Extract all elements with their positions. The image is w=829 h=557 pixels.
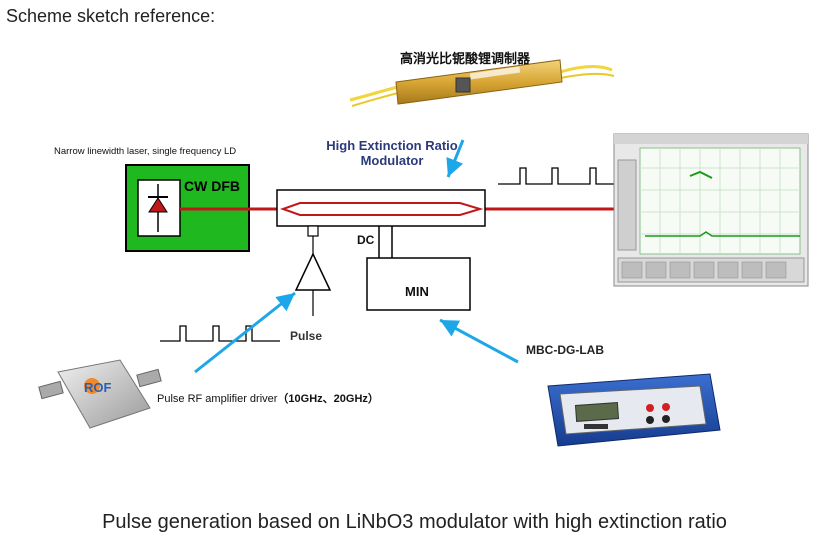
pulse-train-input (160, 325, 280, 342)
amplifier-label-freq: （10GHz、20GHz） (277, 393, 379, 405)
controller-label: MBC-DG-LAB (526, 343, 604, 357)
oscilloscope-screen (613, 133, 809, 287)
pulse-label: Pulse (290, 329, 323, 343)
amplifier-triangle-icon (294, 252, 332, 291)
min-label: MIN (405, 284, 429, 299)
figure-caption: Pulse generation based on LiNbO3 modulat… (102, 511, 727, 533)
amplifier-photo: ROF (38, 359, 162, 429)
controller-photo (547, 373, 721, 447)
svg-text:ROF: ROF (84, 380, 112, 395)
modulator-photo-title: 高消光比铌酸锂调制器 (400, 52, 531, 67)
amplifier-label-prefix: Pulse RF amplifier driver (157, 393, 278, 405)
modulator-photo (349, 59, 615, 107)
scheme-label: Scheme sketch reference: (6, 6, 216, 26)
amplifier-label: Pulse RF amplifier driver（10GHz、20GHz） (157, 390, 379, 406)
laser-box-label: CW DFB (184, 178, 240, 194)
dc-label: DC (357, 233, 375, 247)
pulse-train-output (498, 167, 616, 185)
modulator-block (276, 189, 486, 227)
diode-icon (148, 184, 168, 232)
laser-description: Narrow linewidth laser, single frequency… (54, 146, 237, 157)
arrow-icon (194, 139, 519, 374)
min-box (366, 257, 471, 311)
